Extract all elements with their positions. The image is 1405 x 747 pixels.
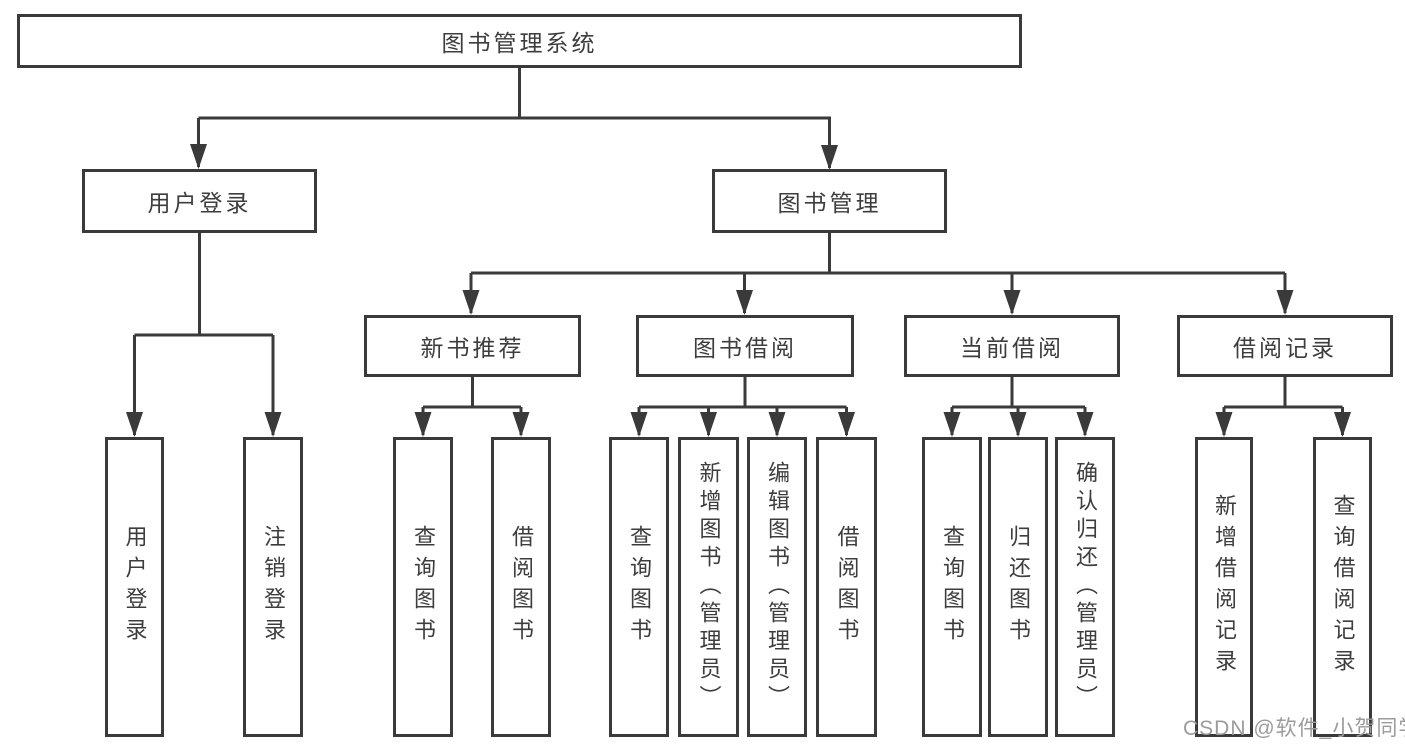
leaf-confirm-return-admin: 确认归还（管理员） <box>1055 437 1115 737</box>
node-user-login: 用户登录 <box>82 169 317 233</box>
leaf-add-borrow-record: 新增借阅记录 <box>1195 437 1253 737</box>
leaf-edit-book-admin: 编辑图书（管理员） <box>747 437 807 737</box>
node-current-borrow: 当前借阅 <box>904 315 1120 377</box>
node-book-management: 图书管理 <box>712 169 947 233</box>
leaf-query-books-2: 查询图书 <box>609 437 669 737</box>
node-book-borrow: 图书借阅 <box>636 315 854 377</box>
leaf-query-books-3: 查询图书 <box>922 437 982 737</box>
leaf-return-book: 归还图书 <box>988 437 1048 737</box>
leaf-query-books-1: 查询图书 <box>393 437 453 737</box>
csdn-watermark: CSDN @软件_小贺同学 <box>1183 717 1405 740</box>
leaf-query-borrow-record: 查询借阅记录 <box>1313 437 1372 737</box>
leaf-borrow-books-1: 借阅图书 <box>491 437 551 737</box>
leaf-user-login: 用户登录 <box>105 437 164 737</box>
leaf-borrow-books-2: 借阅图书 <box>816 437 877 737</box>
node-borrow-records: 借阅记录 <box>1177 315 1393 377</box>
node-root: 图书管理系统 <box>17 14 1022 68</box>
leaf-logout: 注销登录 <box>243 437 303 737</box>
node-new-book-recommend: 新书推荐 <box>364 315 581 377</box>
leaf-add-book-admin: 新增图书（管理员） <box>678 437 739 737</box>
